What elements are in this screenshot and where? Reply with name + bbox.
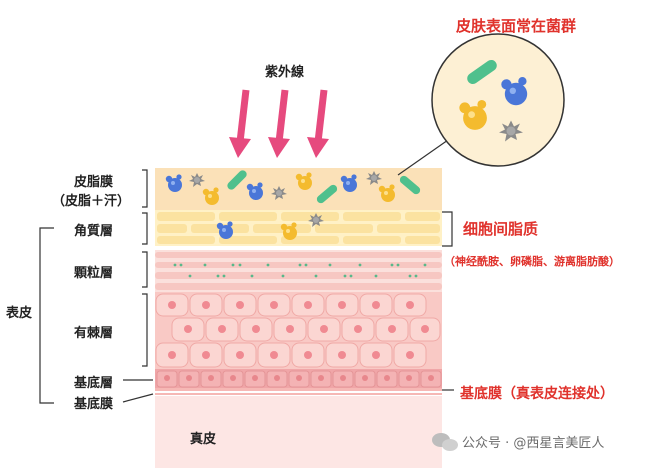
spinous-label: 有棘層 [74, 326, 114, 341]
layer-brackets [39, 169, 453, 404]
epidermis-label: 表皮 [6, 306, 33, 321]
sebum-film-label: 皮脂膜 [74, 175, 114, 190]
surface-bacteria-label: 皮肤表面常在菌群 [456, 17, 577, 35]
granular-layer [155, 250, 442, 292]
intercellular-lipids-label: 细胞间脂质 [463, 220, 539, 238]
wechat-icon [432, 433, 458, 451]
stratum-corneum-layer [155, 210, 442, 246]
dermis-layer [155, 396, 442, 468]
dermis-label: 真皮 [190, 432, 217, 447]
arrow-down-icon [268, 89, 290, 158]
basal-layer [155, 369, 442, 388]
arrow-down-icon [229, 89, 251, 158]
arrow-down-icon [307, 89, 329, 158]
basal-label: 基底層 [74, 376, 114, 391]
stratum-corneum-label: 角質層 [74, 224, 114, 239]
granular-label: 顆粒層 [74, 266, 114, 281]
basement-membrane-layer [155, 388, 442, 391]
spinous-layer [155, 292, 442, 369]
intercellular-lipids-sub-label: （神经酰胺、卵磷脂、游离脂肪酸） [444, 255, 620, 268]
magnified-bacteria-circle [431, 33, 565, 167]
watermark-text: 公众号 · @西星言美匠人 [462, 436, 605, 451]
sebum-film-sub-label: （皮脂＋汗） [52, 194, 131, 209]
basement-membrane-label: 基底膜 [74, 397, 114, 412]
uv-arrows [229, 89, 329, 158]
basement-membrane-note: 基底膜（真表皮连接处） [460, 386, 614, 402]
uv-label: 紫外線 [265, 65, 305, 80]
